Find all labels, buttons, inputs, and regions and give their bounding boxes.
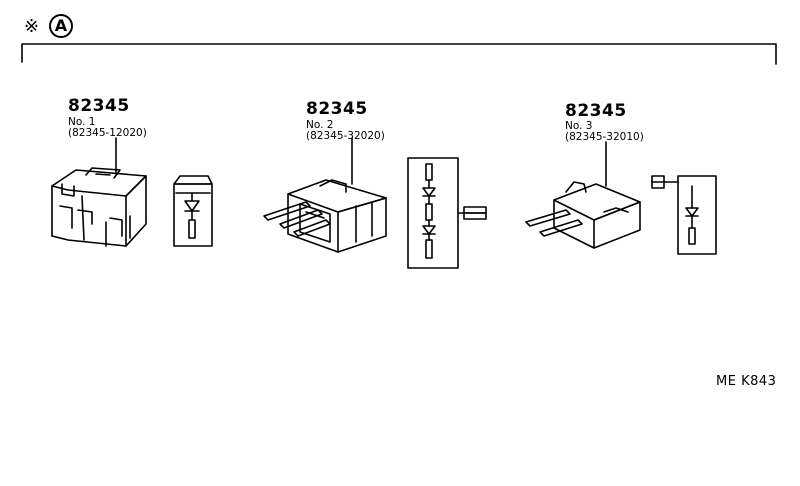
diode-symbol-2b (422, 225, 436, 235)
connector-2-illustration (263, 179, 387, 253)
part-2-variant: No. 2 (306, 119, 334, 131)
part-1-variant: No. 1 (68, 116, 96, 128)
part-2-code: (82345-32020) (306, 130, 385, 142)
part-1-number: 82345 (68, 96, 130, 116)
schematic-2 (407, 157, 487, 269)
connector-1-illustration (51, 167, 147, 247)
part-1-code: (82345-12020) (68, 127, 147, 139)
part-2-number: 82345 (306, 99, 368, 119)
diode-symbol-3 (685, 207, 699, 217)
connector-3-illustration (525, 181, 641, 249)
part-3-variant: No. 3 (565, 120, 593, 132)
group-bracket (21, 43, 777, 65)
reference-code: ME K843 (716, 374, 777, 389)
diode-symbol-2a (422, 187, 436, 197)
diode-symbol-1 (184, 200, 200, 212)
part-3-number: 82345 (565, 101, 627, 121)
group-label-circle: A (49, 14, 73, 38)
part-3-code: (82345-32010) (565, 131, 644, 143)
schematic-3 (651, 175, 717, 255)
asterisk-marker-icon: ※ (24, 16, 40, 37)
schematic-1 (173, 175, 213, 247)
group-label: A (54, 16, 68, 35)
